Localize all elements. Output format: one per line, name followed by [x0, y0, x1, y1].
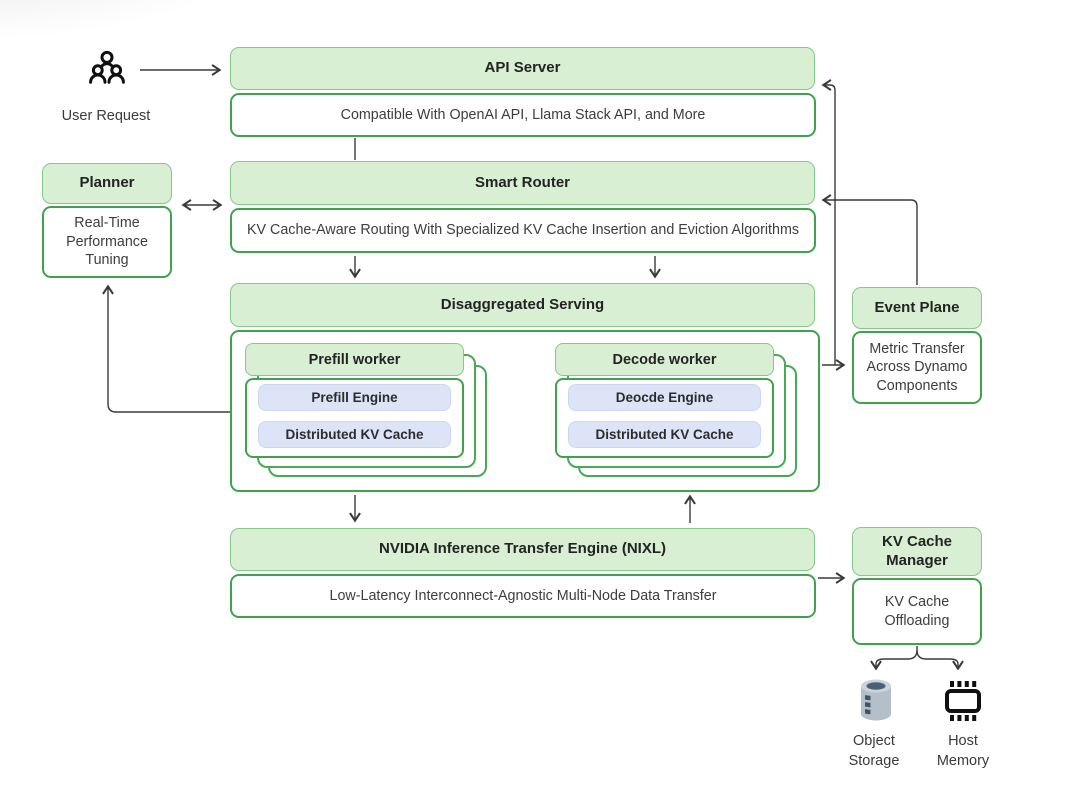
- event-plane-subtitle: Metric Transfer Across Dynamo Components: [866, 340, 968, 394]
- nixl-body: Low-Latency Interconnect-Agnostic Multi-…: [230, 574, 816, 618]
- api-server-header: API Server: [230, 47, 815, 90]
- decode-kv-cache-pill: Distributed KV Cache: [568, 421, 761, 448]
- api-server-body: Compatible With OpenAI API, Llama Stack …: [230, 93, 816, 137]
- smart-router-title: Smart Router: [474, 173, 571, 191]
- smart-router-body: KV Cache-Aware Routing With Specialized …: [230, 208, 816, 253]
- decode-worker-header: Decode worker: [555, 343, 774, 376]
- decode-engine-label: Deocde Engine: [615, 390, 714, 405]
- prefill-kv-cache-label: Distributed KV Cache: [285, 427, 424, 442]
- kv-cache-manager-subtitle: KV Cache Offloading: [884, 593, 950, 629]
- api-server-title: API Server: [484, 59, 561, 77]
- event-plane-title: Event Plane: [874, 298, 960, 316]
- decode-kv-cache-label: Distributed KV Cache: [595, 427, 734, 442]
- disaggregated-serving-title: Disaggregated Serving: [440, 295, 605, 313]
- smart-router-subtitle: KV Cache-Aware Routing With Specialized …: [246, 222, 800, 239]
- nixl-header: NVIDIA Inference Transfer Engine (NIXL): [230, 528, 815, 571]
- smart-router-header: Smart Router: [230, 161, 815, 205]
- host-memory-label: Host Memory: [936, 733, 990, 769]
- planner-subtitle: Real-Time Performance Tuning: [66, 215, 148, 269]
- prefill-engine-pill: Prefill Engine: [258, 384, 451, 411]
- prefill-worker-header: Prefill worker: [245, 343, 464, 376]
- object-storage-label: Object Storage: [848, 733, 900, 769]
- kv-cache-manager-title: KV Cache Manager: [881, 532, 953, 569]
- event-plane-header: Event Plane: [852, 287, 982, 329]
- planner-body: Real-Time Performance Tuning: [42, 206, 172, 278]
- planner-header: Planner: [42, 163, 172, 204]
- kv-cache-manager-body: KV Cache Offloading: [852, 578, 982, 645]
- api-server-subtitle: Compatible With OpenAI API, Llama Stack …: [340, 106, 706, 123]
- decode-worker-title: Decode worker: [612, 351, 717, 368]
- prefill-engine-label: Prefill Engine: [311, 390, 398, 405]
- host-memory-icon: [940, 680, 986, 722]
- prefill-kv-cache-pill: Distributed KV Cache: [258, 421, 451, 448]
- prefill-worker-title: Prefill worker: [308, 351, 401, 368]
- user-group-icon: [83, 45, 131, 93]
- kv-cache-manager-header: KV Cache Manager: [852, 527, 982, 576]
- nixl-title: NVIDIA Inference Transfer Engine (NIXL): [379, 540, 666, 558]
- disaggregated-serving-header: Disaggregated Serving: [230, 283, 815, 327]
- user-request-label: User Request: [61, 108, 151, 124]
- event-plane-body: Metric Transfer Across Dynamo Components: [852, 331, 982, 404]
- nixl-subtitle: Low-Latency Interconnect-Agnostic Multi-…: [329, 587, 717, 604]
- object-storage-icon: [857, 677, 895, 725]
- decode-engine-pill: Deocde Engine: [568, 384, 761, 411]
- planner-title: Planner: [79, 174, 135, 192]
